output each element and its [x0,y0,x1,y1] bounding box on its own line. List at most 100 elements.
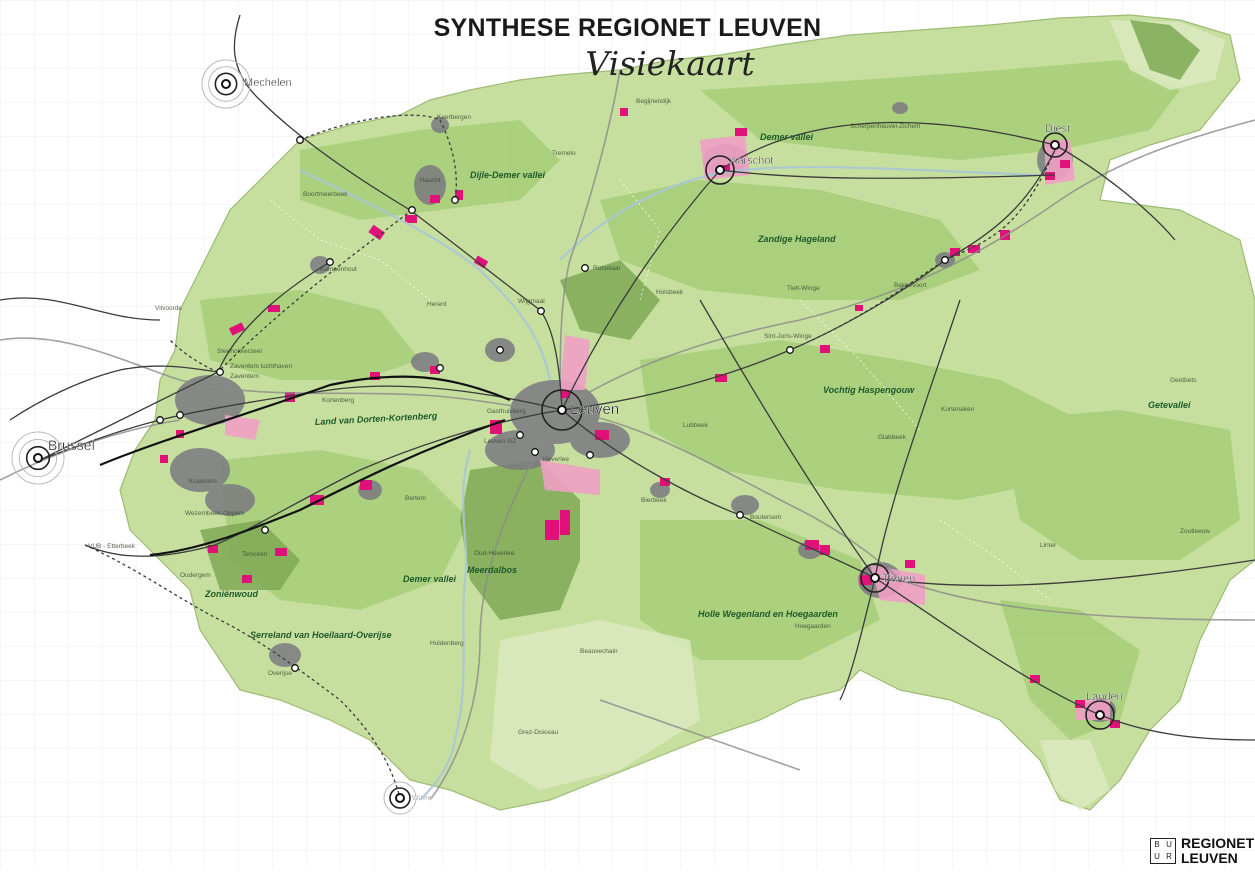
place-label: Tielt-Winge [787,285,820,292]
place-label: Oud-Heverlee [474,550,515,557]
place-label: Zaventem [230,373,259,380]
place-label: Oudergem [180,572,211,579]
place-label: Beauvechain [580,648,618,655]
station-marker [216,368,224,376]
place-label: Zaventem luchthaven [230,363,293,370]
city-label-tienen: Tienen [882,573,915,585]
place-label: Zoutleeuw [1180,528,1210,535]
station-marker [736,511,744,519]
city-marker-diest [1042,132,1068,158]
regionet-logo: B U U R REGIONET LEUVEN [1150,835,1255,869]
city-ring [705,155,735,185]
station-marker [296,136,304,144]
municipal-boundary [269,179,1051,601]
place-label: Hoegaarden [795,623,831,630]
place-label: Wezembeek-Oppem [185,510,245,517]
city-marker-brussel [11,431,65,485]
city-ring [11,431,65,485]
map-title: SYNTHESE REGIONET LEUVEN [433,14,822,42]
city-label-wavre: Wavre [412,795,432,802]
station-marker [291,664,299,672]
station-marker [516,431,524,439]
logo-line-1: REGIONET [1181,835,1255,851]
city-dot [557,405,567,415]
place-label: Wijgmaal [518,298,545,305]
place-label: Kortenaken [941,406,975,413]
rivers [299,166,1041,801]
tram-line [99,375,511,557]
logo-box: B U U R [1150,838,1176,864]
city-dot [395,793,405,803]
place-label: Tremelo [552,150,576,157]
station-marker [531,448,539,456]
place-label: Kraainem [189,478,217,485]
city-ring [860,563,890,593]
place-label: Kortenberg [322,397,355,404]
city-marker-mechelen [201,59,251,109]
place-label: Leuven GZ [484,438,516,445]
region-label: Holle Wegenland en Hoegaarden [698,609,838,619]
place-label: Begijnendijk [636,98,672,105]
city-ring [1042,132,1068,158]
place-label: Haacht [420,177,441,184]
place-label: Boortmeerbeek [303,191,348,198]
place-label: Lubbeek [683,422,709,429]
region-label: Demer vallei [403,574,457,584]
station-marker [581,264,589,272]
region-label: Zandige Hageland [757,234,836,244]
station-marker [451,196,459,204]
station-marker [941,256,949,264]
region-label: Serreland van Hoeilaard-Overijse [250,630,392,640]
city-ring [18,438,58,478]
region-label: Demer vallei [760,132,814,142]
place-label: Glabbeek [878,434,907,441]
station-marker [176,411,184,419]
place-label: Holsbeek [656,289,684,296]
station-marker [537,307,545,315]
highways [0,69,1255,801]
proposed-links [84,114,1056,799]
place-label: Boutersem [750,514,781,521]
vegetation-zones [200,60,1240,740]
place-label: Vilvoorde [155,305,182,312]
city-label-brussel: Brussel [48,437,95,453]
logo-letter: R [1166,852,1172,861]
city-ring [1085,700,1115,730]
logo-letter: U [1166,840,1172,849]
place-label: VUB - Etterbeek [88,543,136,550]
city-label-diest: Diest [1045,123,1070,135]
city-label-leuven: Leuven [570,401,619,418]
place-label: Geetbets [1170,377,1197,384]
place-label: Grez-Doiceau [518,729,558,736]
city-ring [208,66,244,102]
place-label: Overijse [268,670,292,677]
hotspot-markers [160,108,1120,728]
city-dot [1095,710,1105,720]
station-marker [496,346,504,354]
city-ring [201,59,251,109]
city-label-aarschot: Aarschot [730,155,773,167]
station-marker [261,526,269,534]
place-label: Gasthuisberg [487,408,526,415]
place-label: Bekkevoort [894,282,927,289]
place-label: Sint-Joris-Winge [764,333,812,340]
city-marker-landen [1085,700,1115,730]
city-ring [25,445,51,471]
station-marker [586,451,594,459]
city-marker-tienen [860,563,890,593]
city-dot [715,165,725,175]
station-marker [786,346,794,354]
station-marker [408,206,416,214]
logo-letter: B [1154,840,1160,849]
city-dot [221,79,231,89]
city-label-mechelen: Mechelen [244,77,292,89]
city-ring [389,787,411,809]
city-marker-leuven [541,389,583,431]
logo-letter: U [1154,852,1160,861]
region-label: Vochtig Haspengouw [823,385,915,395]
city-label-landen: Landen [1086,691,1123,703]
